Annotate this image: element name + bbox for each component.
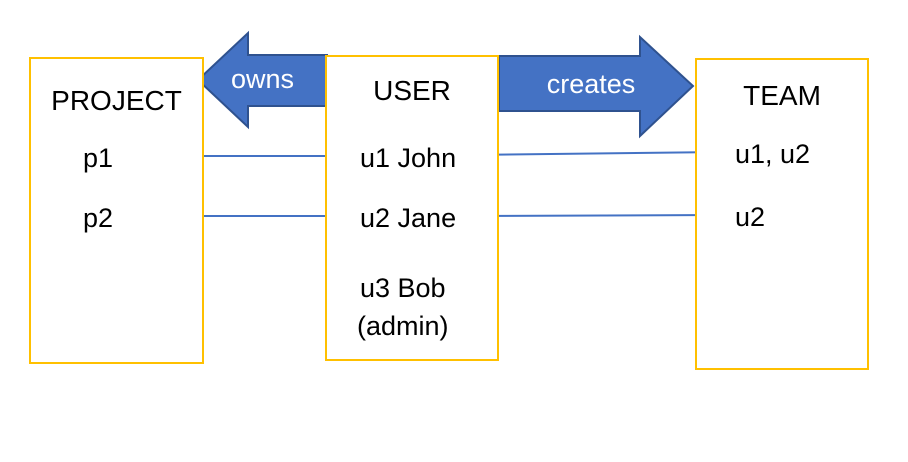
user-row-u1: u1 John bbox=[360, 143, 457, 173]
team-row-u1-u2: u1, u2 bbox=[735, 139, 811, 169]
owns-relation-label: owns bbox=[230, 64, 295, 94]
project-box-title: PROJECT bbox=[51, 85, 182, 116]
user-box-title: USER bbox=[373, 75, 451, 106]
entity-box-team: TEAM u1, u2 u2 bbox=[695, 58, 869, 370]
creates-relation-label: creates bbox=[546, 69, 636, 99]
entity-box-user: USER u1 John u2 Jane u3 Bob (admin) bbox=[325, 55, 499, 361]
team-box-title: TEAM bbox=[743, 80, 821, 111]
user-row-u3: u3 Bob bbox=[360, 273, 446, 303]
project-row-p1: p1 bbox=[83, 143, 114, 173]
connector-u2jane-to-team-u2 bbox=[467, 210, 721, 221]
team-row-u2: u2 bbox=[735, 202, 766, 232]
creates-right-block-arrow-icon bbox=[498, 34, 695, 139]
entity-box-project: PROJECT p1 p2 bbox=[29, 57, 204, 364]
connector-u1john-to-team-u1u2 bbox=[467, 147, 723, 158]
project-row-p2: p2 bbox=[83, 203, 114, 233]
user-row-u2: u2 Jane bbox=[360, 203, 457, 233]
user-row-u3-admin-note: (admin) bbox=[357, 311, 449, 341]
